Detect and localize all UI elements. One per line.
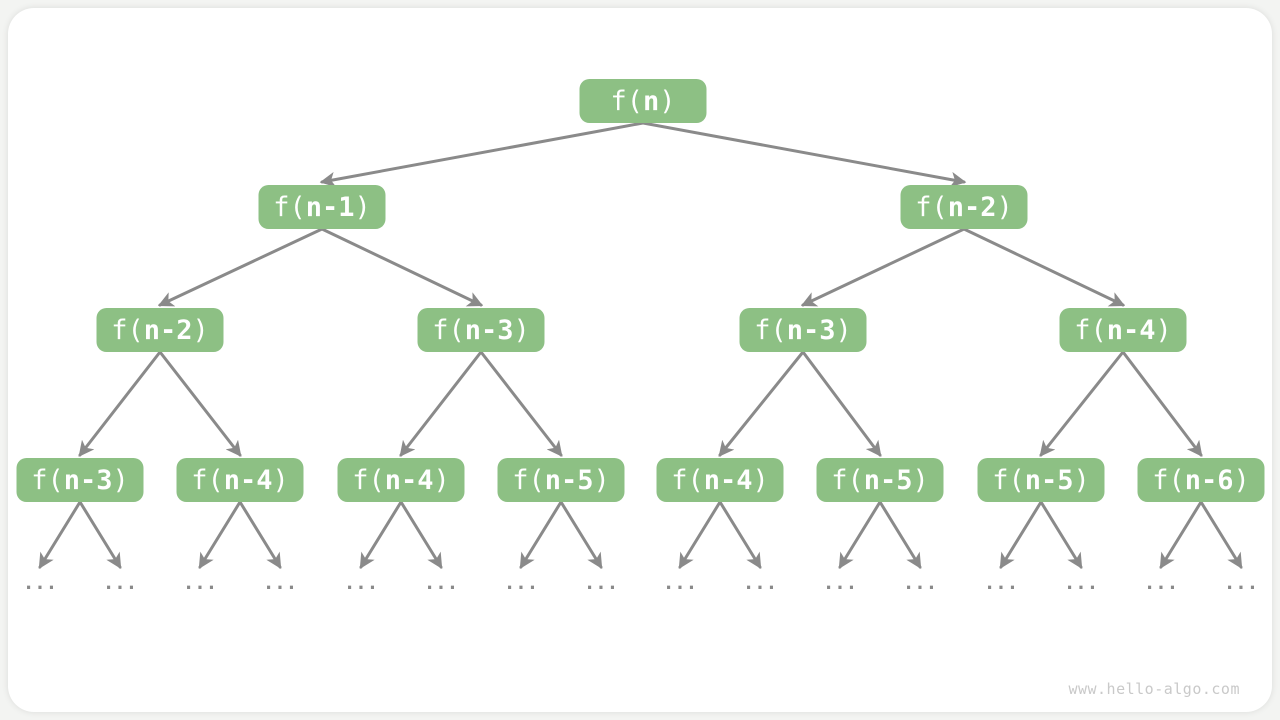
tree-edge [1039,500,1083,569]
tree-edge [238,500,282,569]
nodes-layer: f(n) f(n-1) f(n-2) f(n-2) f(n-3) f(n-3) f(n-4)… [16,79,1265,502]
tree-node-box [16,458,144,502]
edges-layer [38,121,1243,569]
tree-edge [962,227,1126,307]
tree-node: f(n-4) [337,458,465,502]
tree-edge [800,227,966,307]
tree-edge [641,121,967,188]
ellipsis: ... [504,572,538,594]
tree-node-box [977,458,1105,502]
tree-node-box [176,458,304,502]
tree-node: f(n-4) [1059,308,1187,352]
tree-node: f(n-5) [816,458,944,502]
tree-edge [878,500,922,569]
tree-node-box [337,458,465,502]
tree-edge [198,500,242,569]
tree-edge [678,500,722,569]
tree-node: f(n-5) [497,458,625,502]
tree-node: f(n-3) [417,308,545,352]
tree-node-box [656,458,784,502]
ellipsis: ... [263,572,297,594]
tree-node-label: f(n-5) [831,465,929,496]
tree-edge [38,500,82,569]
ellipsis-layer: ........................................… [23,572,1258,594]
tree-node-label: f(n-3) [31,465,129,496]
tree-edge [718,350,805,457]
tree-node-label: f(n-4) [352,465,450,496]
tree-node-label: f(n-5) [992,465,1090,496]
ellipsis: ... [344,572,378,594]
ellipsis: ... [743,572,777,594]
tree-node: f(n-2) [900,185,1028,229]
tree-node-box [1137,458,1265,502]
ellipsis: ... [1064,572,1098,594]
tree-node-box [900,185,1028,229]
tree-node-box [579,79,707,123]
ellipsis: ... [903,572,937,594]
tree-edge [999,500,1043,569]
tree-node: f(n-4) [656,458,784,502]
ellipsis: ... [584,572,618,594]
ellipsis: ... [1224,572,1258,594]
tree-edge [718,500,762,569]
tree-node-box [739,308,867,352]
tree-edge [519,500,563,569]
tree-edge [479,350,563,457]
tree-node-label: f(n-5) [512,465,610,496]
tree-node-box [96,308,224,352]
tree-node-label: f(n-2) [915,192,1013,223]
watermark: www.hello-algo.com [1068,680,1240,698]
tree-edge [359,500,403,569]
tree-edge [559,500,603,569]
tree-edge [157,227,324,307]
ellipsis: ... [823,572,857,594]
tree-node-label: f(n-6) [1152,465,1250,496]
tree-edge [158,350,242,457]
tree-edge [78,350,162,457]
tree-node-label: f(n-4) [1074,315,1172,346]
tree-edge [1199,500,1243,569]
tree-edge [399,350,483,457]
tree-edge [320,227,484,307]
tree-edge [399,500,443,569]
tree-edge [1039,350,1125,457]
tree-node: f(n) [579,79,707,123]
tree-node-box [417,308,545,352]
ellipsis: ... [103,572,137,594]
tree-edge [801,350,882,457]
diagram-card [8,8,1272,712]
tree-node-box [497,458,625,502]
tree-node: f(n-6) [1137,458,1265,502]
tree-node-box [816,458,944,502]
tree-edge [838,500,882,569]
tree-node-label: f(n) [610,86,675,117]
tree-node-box [258,185,386,229]
tree-edge [78,500,122,569]
tree-node: f(n-4) [176,458,304,502]
ellipsis: ... [984,572,1018,594]
tree-node-label: f(n-4) [671,465,769,496]
tree-node: f(n-1) [258,185,386,229]
tree-node-label: f(n-3) [754,315,852,346]
ellipsis: ... [183,572,217,594]
tree-node-label: f(n-1) [273,192,371,223]
tree-node-label: f(n-4) [191,465,289,496]
tree-node-label: f(n-2) [111,315,209,346]
tree-node: f(n-5) [977,458,1105,502]
tree-edge [1159,500,1203,569]
tree-node-label: f(n-3) [432,315,530,346]
tree-edge [319,121,645,188]
tree-node: f(n-2) [96,308,224,352]
tree-node-box [1059,308,1187,352]
tree-node: f(n-3) [16,458,144,502]
ellipsis: ... [663,572,697,594]
ellipsis: ... [1144,572,1178,594]
ellipsis: ... [424,572,458,594]
tree-edge [1121,350,1203,457]
tree-node: f(n-3) [739,308,867,352]
ellipsis: ... [23,572,57,594]
